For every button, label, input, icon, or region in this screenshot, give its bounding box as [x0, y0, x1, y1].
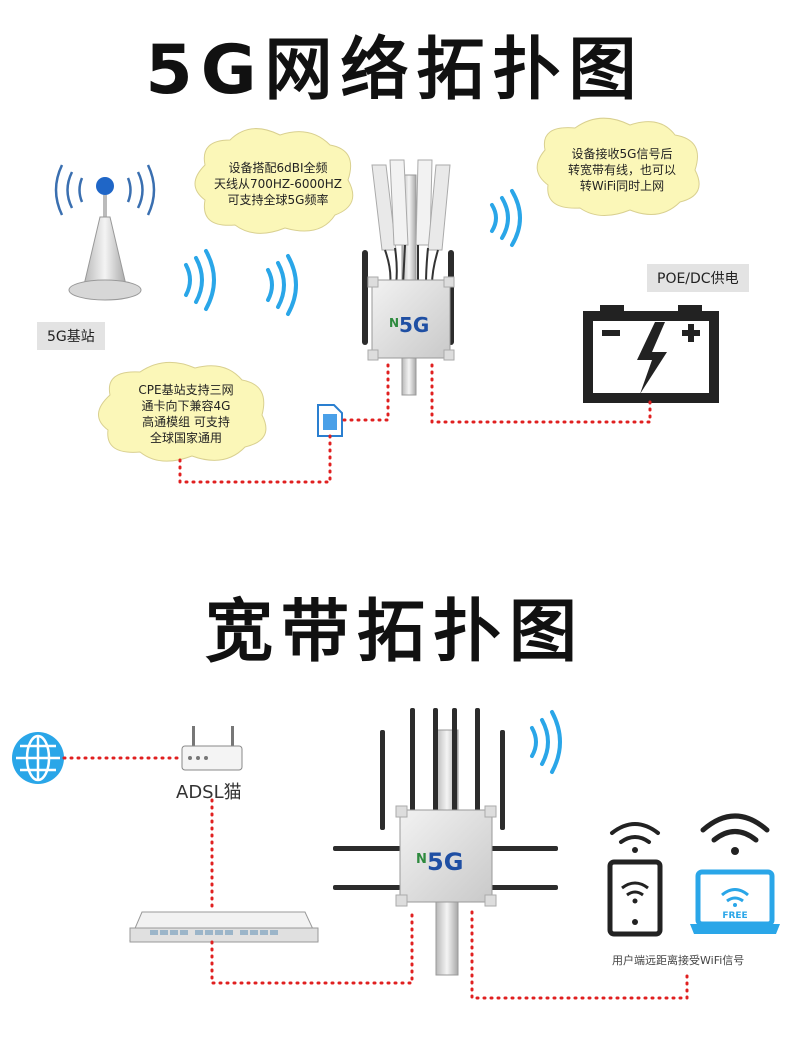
- svg-text:N: N: [416, 852, 427, 867]
- laptop-wifi-icon: FREE: [690, 813, 780, 934]
- svg-text:N: N: [389, 316, 399, 330]
- base-station-icon: [54, 164, 156, 301]
- bubble-line: 转宽带有线，也可以: [567, 163, 676, 177]
- device-logo: 5G: [399, 313, 429, 337]
- bubble-line: 高通模组 可支持: [142, 415, 230, 429]
- bubble-line: 天线从700HZ-6000HZ: [213, 177, 343, 191]
- adsl-modem-icon: [181, 726, 243, 771]
- free-label: FREE: [722, 911, 747, 921]
- network-topology-title: 5G网络拓扑图: [145, 31, 645, 110]
- network-switch-icon: [129, 911, 319, 943]
- wifi-wave-icon: [530, 710, 562, 774]
- cpe-device: N 5G: [333, 708, 558, 976]
- globe-icon: [12, 732, 64, 784]
- cpe-bubble-text: CPE基站支持三网 通卡向下兼容4G 高通模组 可支持 全球国家通用: [112, 382, 260, 446]
- speech-bubble: [98, 361, 267, 462]
- broadband-topology-title: 宽带拓扑图: [204, 593, 585, 672]
- phone-wifi-icon: [607, 822, 663, 937]
- bubble-line: CPE基站支持三网: [138, 383, 234, 397]
- bubble-line: 设备搭配6dBI全频: [228, 161, 328, 175]
- adsl-modem-label: ADSL猫: [176, 782, 242, 803]
- antenna-bubble-text: 设备搭配6dBI全频 天线从700HZ-6000HZ 可支持全球5G频率: [208, 160, 348, 208]
- speech-bubble: [194, 128, 354, 234]
- connection-line: [178, 363, 652, 484]
- connection-line: [62, 756, 689, 1000]
- bubble-line: 通卡向下兼容4G: [141, 399, 231, 413]
- bubble-line: 可支持全球5G频率: [227, 193, 329, 207]
- battery-power-icon: [583, 305, 719, 403]
- signal-bubble-text: 设备接收5G信号后 转宽带有线，也可以 转WiFi同时上网: [548, 146, 696, 194]
- user-wifi-caption: 用户端远距离接受WiFi信号: [612, 954, 745, 967]
- power-supply-label: POE/DC供电: [647, 264, 749, 292]
- device-logo: 5G: [427, 848, 463, 876]
- cpe-device: N 5G: [362, 159, 455, 396]
- wifi-wave-icon: [184, 189, 522, 316]
- bubble-line: 全球国家通用: [149, 431, 222, 445]
- speech-bubble: [536, 117, 700, 216]
- bubble-line: 转WiFi同时上网: [579, 179, 665, 193]
- sim-card-icon: [317, 404, 343, 437]
- bubble-line: 设备接收5G信号后: [571, 147, 673, 161]
- base-station-label: 5G基站: [37, 322, 105, 350]
